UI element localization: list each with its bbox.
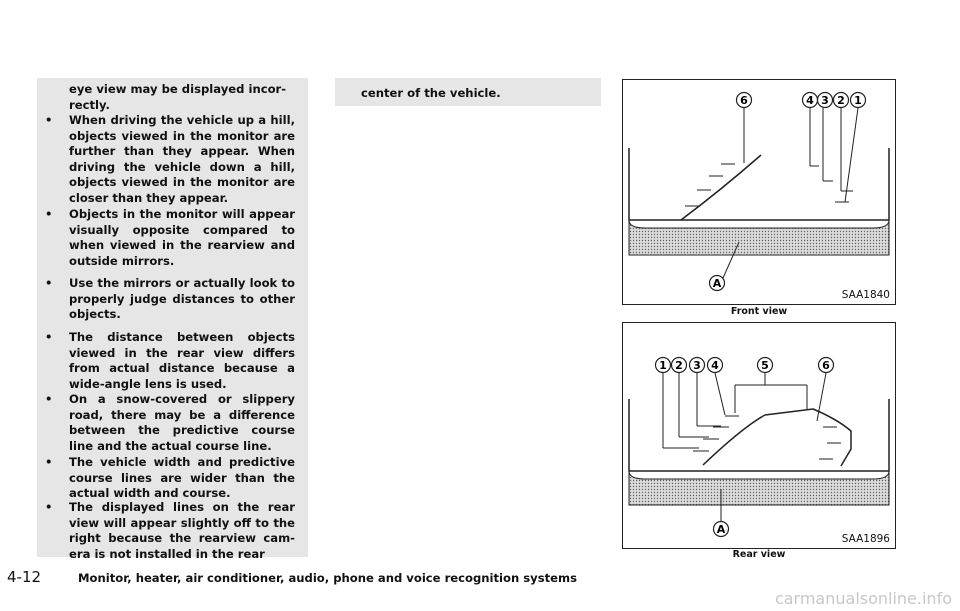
bullet-text: When driving the vehicle up a hill, obje…: [69, 113, 295, 205]
figure-caption: Front view: [730, 306, 788, 317]
callout-a-label: A: [713, 277, 722, 290]
front-view-figure: 6 4 3 2 1 A SAA1840: [622, 79, 896, 305]
bullet-mark: •: [45, 113, 53, 127]
callout-5-label: 5: [761, 359, 769, 372]
bullet-text: The vehicle width and predictive course …: [69, 455, 295, 500]
page-number: 4-12: [7, 568, 42, 586]
bullet-mark: •: [45, 207, 53, 221]
bullet-text: The distance between objects viewed in t…: [69, 330, 295, 391]
rear-view-figure: 1 2 3 4 5 6 A SAA1896: [622, 322, 896, 549]
shaded-column-middle: [335, 78, 601, 106]
callout-2-label: 2: [837, 94, 845, 107]
bullet-mark: •: [45, 455, 53, 469]
continuation-text-middle: center of the vehicle.: [361, 86, 501, 100]
callout-markers: 1 2 3 4 5 6 A: [654, 356, 835, 538]
callout-3-label: 3: [821, 94, 829, 107]
callout-6-label: 6: [822, 359, 830, 372]
bullet-mark: •: [45, 330, 53, 344]
figure-id: SAA1840: [841, 289, 890, 301]
bullet-text: Use the mirrors or actually look to prop…: [69, 276, 295, 321]
figure-caption: Rear view: [732, 549, 786, 560]
bullet-text: Objects in the monitor will appear visua…: [69, 207, 295, 268]
callout-a-label: A: [717, 523, 726, 536]
bullet-mark: •: [45, 392, 53, 406]
callout-2-label: 2: [675, 359, 683, 372]
callout-4-label: 4: [806, 94, 814, 107]
watermark: carmanualsonline.info: [774, 589, 952, 608]
bullet-mark: •: [45, 500, 53, 514]
bullet-mark: •: [45, 276, 53, 290]
shaded-column-left: [37, 78, 308, 557]
callout-1-label: 1: [659, 359, 667, 372]
callout-3-label: 3: [693, 359, 701, 372]
rear-view-diagram: 1 2 3 4 5 6 A: [628, 356, 890, 538]
bullet-text: On a snow-covered or slippery road, ther…: [69, 392, 295, 453]
callout-6-label: 6: [740, 94, 748, 107]
continuation-text: eye view may be displayed incor- rectly.: [69, 82, 287, 112]
section-title: Monitor, heater, air conditioner, audio,…: [78, 571, 578, 585]
callout-4-label: 4: [711, 359, 719, 372]
front-view-diagram: 6 4 3 2 1 A: [628, 91, 890, 292]
bullet-text: The displayed lines on the rear view wil…: [69, 500, 295, 561]
callout-markers: 6 4 3 2 1 A: [708, 91, 867, 292]
figure-id: SAA1896: [841, 533, 890, 545]
callout-1-label: 1: [854, 94, 862, 107]
